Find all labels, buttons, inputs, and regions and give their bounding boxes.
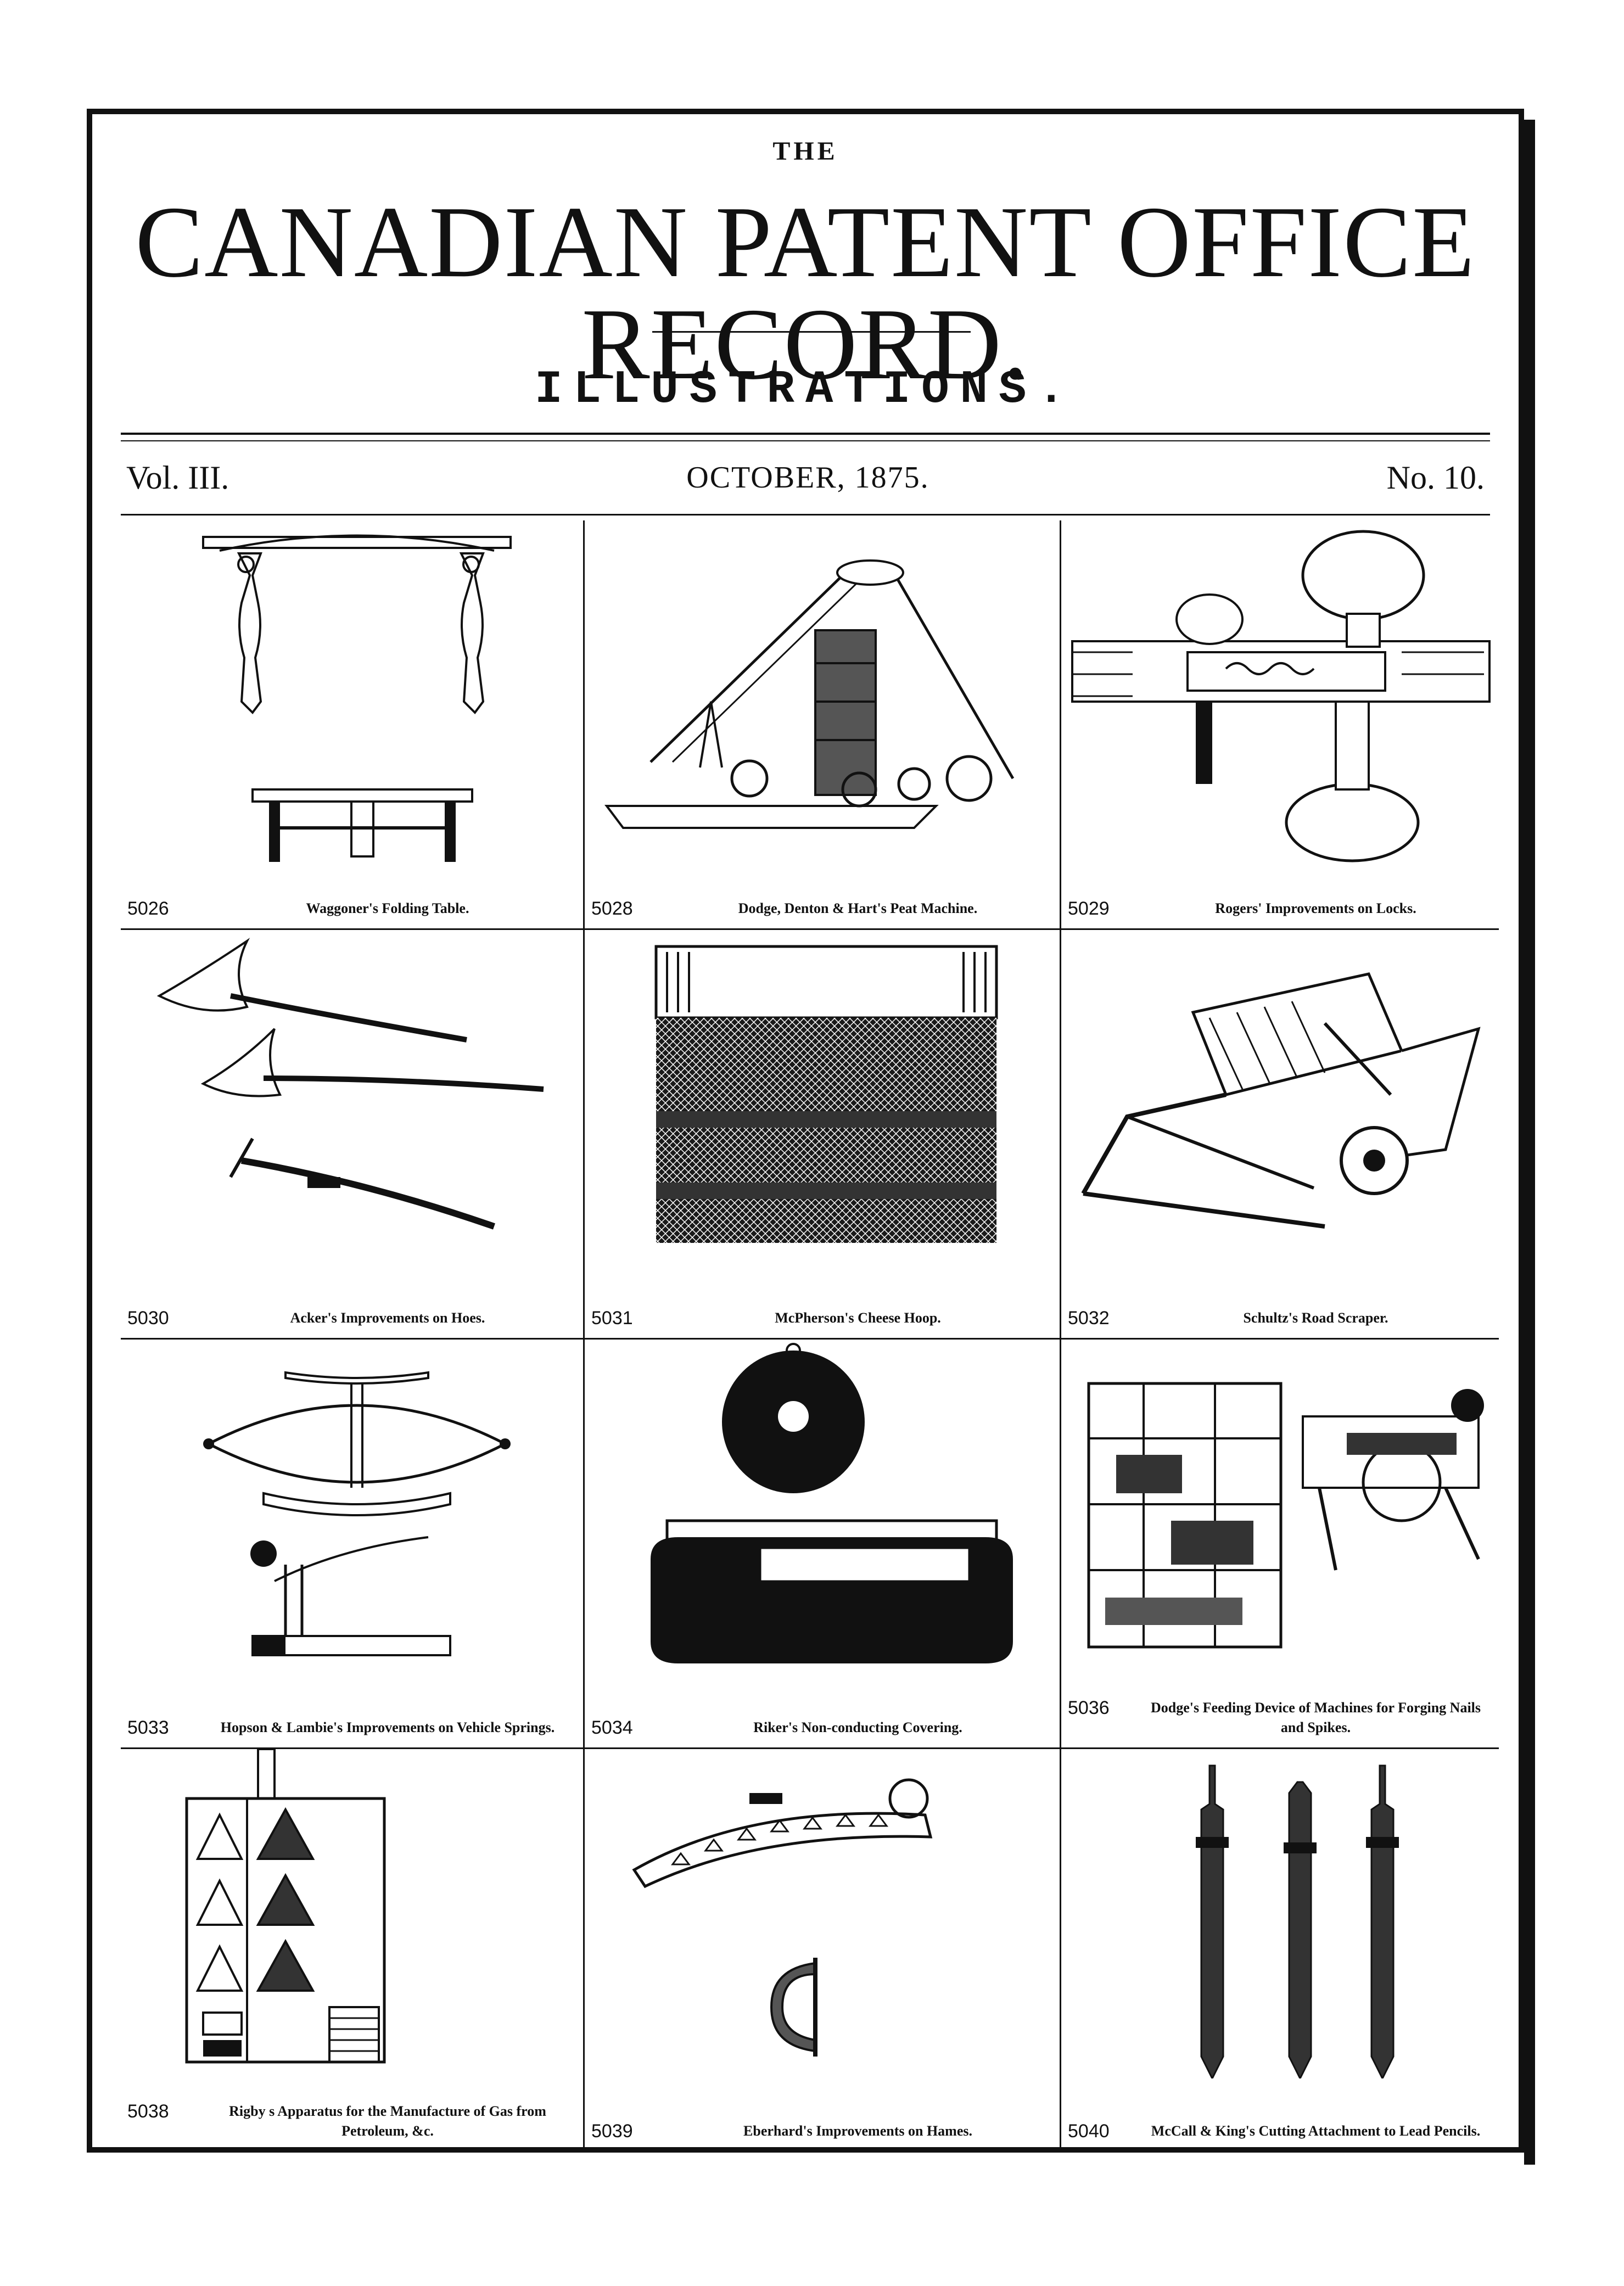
patent-number: 5033 [127, 1717, 169, 1738]
folding-table-drawing [202, 534, 512, 862]
patent-number: 5032 [1068, 1308, 1110, 1329]
patent-title: Dodge, Denton & Hart's Peat Machine. [738, 900, 978, 916]
patent-number: 5028 [591, 898, 633, 919]
page-subtitle: ILLUSTRATIONS. [535, 364, 1076, 416]
meta-rule [121, 514, 1490, 516]
patent-title: Rigby s Apparatus for the Manufacture of… [229, 2103, 546, 2139]
issue-number: No. 10. [1386, 459, 1485, 496]
patent-title: McPherson's Cheese Hoop. [775, 1310, 941, 1326]
patent-number: 5029 [1068, 898, 1110, 919]
illustration-cell-5036: 5036 Dodge's Feeding Device of Machines … [1061, 1340, 1499, 1749]
patent-title: Hopson & Lambie's Improvements on Vehicl… [220, 1719, 555, 1735]
patent-number: 5039 [591, 2121, 633, 2142]
patent-number: 5026 [127, 898, 169, 919]
illustration-cell-5032: 5032 Schultz's Road Scraper. [1061, 930, 1499, 1340]
illustration-cell-5038: 5038 Rigby s Apparatus for the Manufactu… [121, 1749, 585, 2151]
caption-5039: 5039 Eberhard's Improvements on Hames. [591, 2121, 1053, 2141]
patent-number: 5036 [1068, 1697, 1110, 1718]
patent-number: 5034 [591, 1717, 633, 1738]
lock-drawing [1071, 530, 1491, 862]
caption-5040: 5040 McCall & King's Cutting Attachment … [1068, 2121, 1492, 2141]
illustration-cell-5028: 5028 Dodge, Denton & Hart's Peat Machine… [585, 520, 1061, 930]
header-rule-bottom [121, 440, 1490, 441]
header-rule-top [121, 433, 1490, 435]
page-frame: THE CANADIAN PATENT OFFICE RECORD. ILLUS… [87, 109, 1535, 2165]
volume-label: Vol. III. [126, 459, 229, 496]
illustration-cell-5033: 5033 Hopson & Lambie's Improvements on V… [121, 1340, 585, 1749]
caption-5032: 5032 Schultz's Road Scraper. [1068, 1308, 1492, 1328]
peat-machine-drawing [604, 559, 1015, 829]
patent-title: Riker's Non-conducting Covering. [753, 1719, 962, 1735]
hoe-drawing [156, 938, 544, 1230]
caption-5026: 5026 Waggoner's Folding Table. [127, 899, 576, 918]
caption-5034: 5034 Riker's Non-conducting Covering. [591, 1718, 1053, 1738]
caption-5038: 5038 Rigby s Apparatus for the Manufactu… [127, 2102, 576, 2141]
patent-number: 5038 [127, 2101, 169, 2122]
illustration-cell-5034: 5034 Riker's Non-conducting Covering. [585, 1340, 1061, 1749]
caption-5031: 5031 McPherson's Cheese Hoop. [591, 1308, 1053, 1328]
caption-5033: 5033 Hopson & Lambie's Improvements on V… [127, 1718, 576, 1738]
illustration-cell-5031: 5031 McPherson's Cheese Hoop. [585, 930, 1061, 1340]
title-divider [652, 331, 971, 333]
patent-number: 5040 [1068, 2121, 1110, 2142]
issue-meta-row: Vol. III. OCTOBER, 1875. No. 10. [126, 456, 1485, 500]
caption-5030: 5030 Acker's Improvements on Hoes. [127, 1308, 576, 1328]
illustration-cell-5039: 5039 Eberhard's Improvements on Hames. [585, 1749, 1061, 2151]
caption-5028: 5028 Dodge, Denton & Hart's Peat Machine… [591, 899, 1053, 918]
road-scraper-drawing [1081, 972, 1481, 1229]
patent-title: Acker's Improvements on Hoes. [290, 1310, 485, 1326]
illustrations-grid: 5026 Waggoner's Folding Table. 5028 Do [121, 520, 1499, 2151]
illustration-cell-5030: 5030 Acker's Improvements on Hoes. [121, 930, 585, 1340]
patent-title: McCall & King's Cutting Attachment to Le… [1151, 2123, 1481, 2139]
header-the: THE [772, 137, 838, 166]
illustration-cell-5029: 5029 Rogers' Improvements on Locks. [1061, 520, 1499, 930]
hames-drawing [632, 1778, 933, 2057]
gas-apparatus-drawing [185, 1749, 386, 2064]
patent-title: Rogers' Improvements on Locks. [1215, 900, 1416, 916]
caption-5036: 5036 Dodge's Feeding Device of Machines … [1068, 1698, 1492, 1738]
patent-title: Schultz's Road Scraper. [1243, 1310, 1388, 1326]
nail-machine-drawing [1087, 1382, 1484, 1649]
non-conducting-covering-drawing [651, 1343, 1013, 1663]
patent-title: Eberhard's Improvements on Hames. [743, 2123, 972, 2139]
caption-5029: 5029 Rogers' Improvements on Locks. [1068, 899, 1492, 918]
page-title: CANADIAN PATENT OFFICE RECORD. [135, 186, 1476, 401]
patent-title: Dodge's Feeding Device of Machines for F… [1150, 1700, 1481, 1735]
patent-title: Waggoner's Folding Table. [306, 900, 469, 916]
cheese-hoop-drawing [654, 945, 998, 1243]
issue-date: OCTOBER, 1875. [686, 461, 929, 495]
vehicle-springs-drawing [203, 1371, 511, 1656]
patent-number: 5030 [127, 1308, 169, 1329]
illustration-cell-5026: 5026 Waggoner's Folding Table. [121, 520, 585, 930]
patent-number: 5031 [591, 1308, 633, 1329]
pencil-attachment-drawing [1196, 1764, 1399, 2078]
illustration-cell-5040: 5040 McCall & King's Cutting Attachment … [1061, 1749, 1499, 2151]
